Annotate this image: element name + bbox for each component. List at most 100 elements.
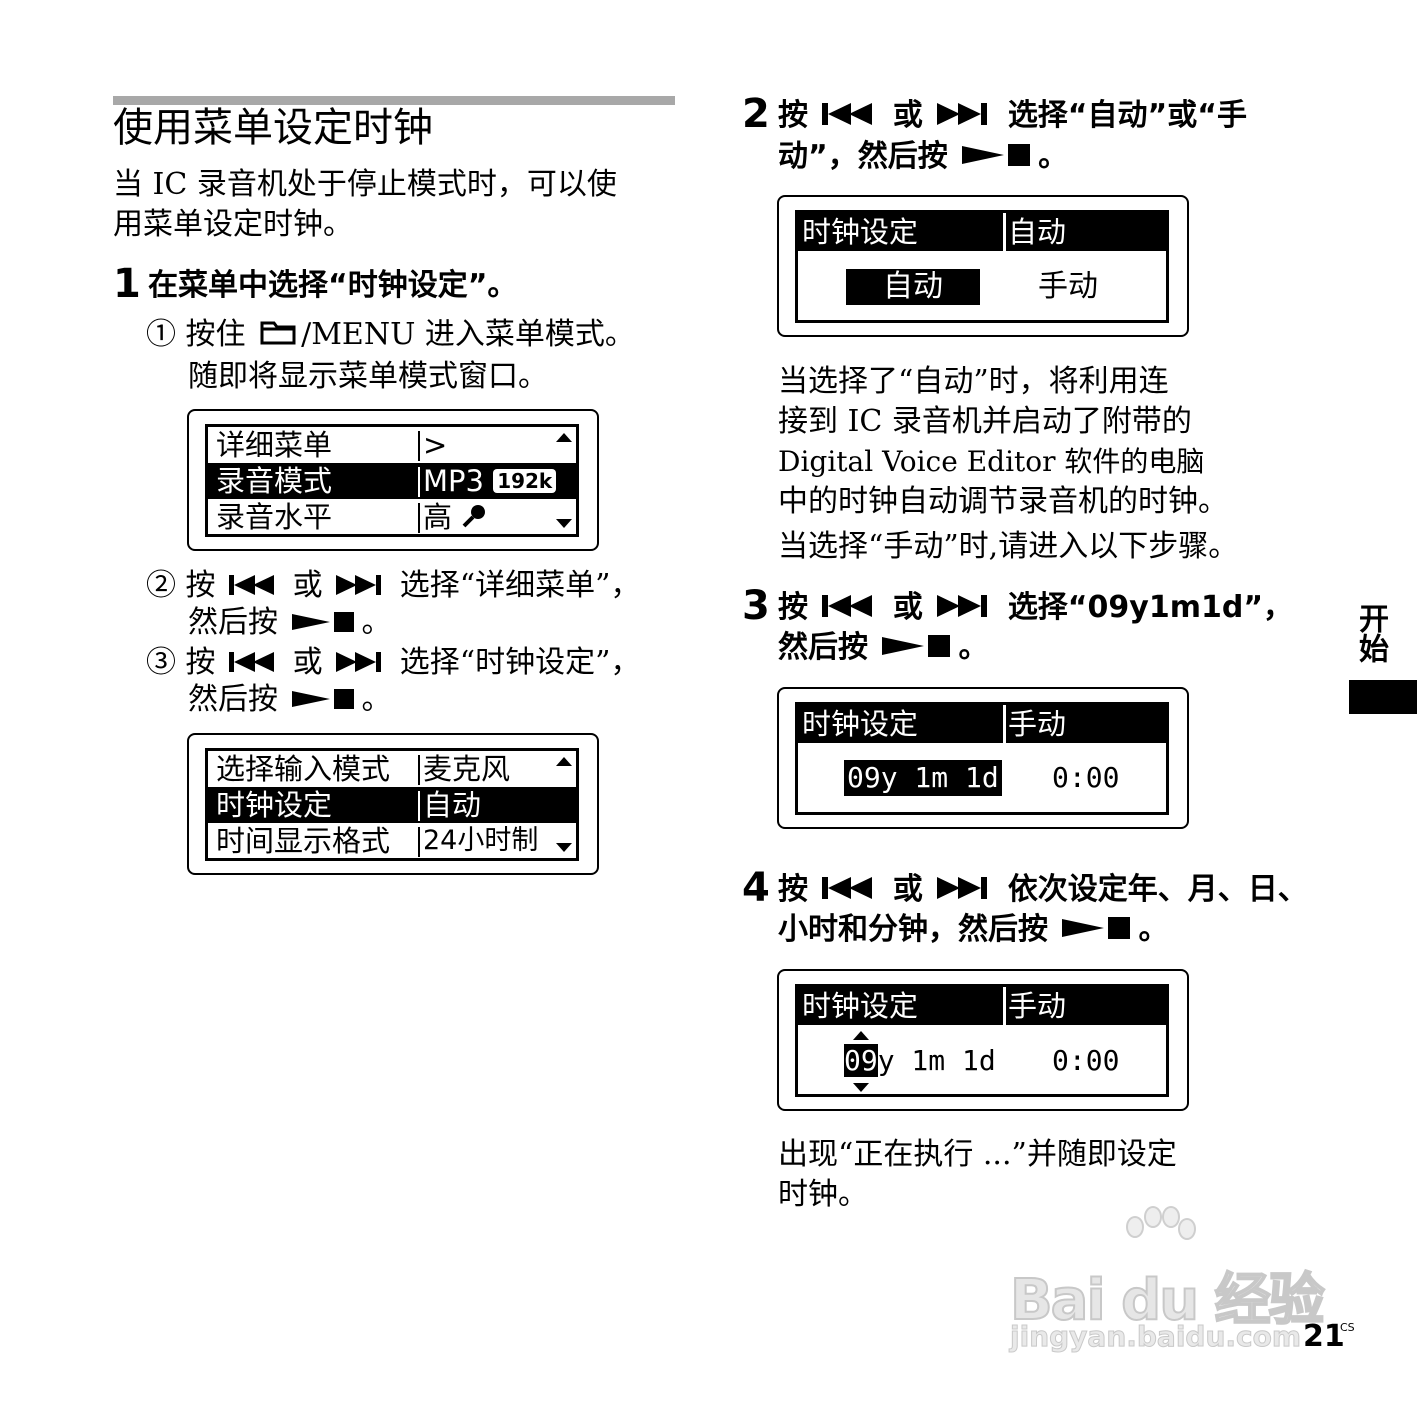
side-tab-marker [1349,680,1417,714]
lcd-display: 时钟设定 手动 09y 1m 1d 0:00 [795,702,1169,815]
lcd-display: 时钟设定 手动 09y 1m 1d 0:00 [795,984,1169,1097]
menu-label: 时钟设定 [216,788,333,822]
menu-row: 录音水平 高 [208,499,576,534]
substep-text: 然后按 [188,605,278,640]
substep-text: 或 [292,645,323,680]
menu-value: 高 [423,499,487,534]
paw-logo-icon [1115,1205,1205,1279]
lcd-header-value: 手动 [1008,707,1067,741]
step-text: 选择“09y1m1d”， [1007,590,1294,625]
substep-text: 按 [185,645,216,680]
substep-3-line2: 然后按 。 [188,680,392,721]
watermark-logo: Bai du 经验 [1009,1267,1326,1334]
step-number: 4 [742,865,770,911]
play-stop-icon [291,604,358,644]
step-4-line2: 小时和分钟，然后按 。 [778,909,1168,952]
lcd-header: 时钟设定 手动 [798,987,1166,1025]
folder-icon [259,316,297,356]
column-divider [418,755,420,785]
next-track-icon [937,588,993,630]
next-track-icon [937,870,993,912]
date-value: 09y 1m 1d [844,1043,996,1079]
step-text: 在菜单中选择“时钟设定”。 [148,268,518,303]
description-text: Digital Voice Editor 软件的电脑 [778,445,1205,478]
column-divider [418,503,420,533]
step-text: 小时和分钟，然后按 [778,912,1048,947]
substep-text: 随即将显示菜单模式窗口。 [188,359,548,394]
menu-row: 选择输入模式 麦克风 [208,751,576,787]
menu-row: 时间显示格式 24小时制 [208,823,576,858]
value-up-icon [853,1031,869,1040]
menu-label: 详细菜单 [216,428,333,462]
substep-text: 按 [185,568,216,603]
date-selected: 09y 1m 1d [844,760,1002,796]
scroll-down-icon [556,843,572,852]
step-text: 按 [778,98,808,133]
scroll-down-icon [556,519,572,528]
substep-text: 选择“时钟设定”， [399,645,641,680]
lcd-clock-screen: 时钟设定 手动 09y 1m 1d 0:00 [777,687,1189,829]
column-divider [418,431,420,461]
lcd-header-value: 自动 [1008,215,1067,249]
previous-track-icon [229,567,279,607]
page-title: 使用菜单设定时钟 [113,105,433,151]
step-number: 2 [742,91,770,137]
level-label: 高 [423,500,453,534]
menu-value: > [423,428,448,462]
step-2-line2: 动”，然后按 。 [778,136,1068,179]
substep-2-line2: 然后按 。 [188,603,392,644]
description-text: 中的时钟自动调节录音机的时钟。 [778,484,1228,519]
lcd-header: 时钟设定 手动 [798,705,1166,743]
option-auto-selected: 自动 [846,269,980,305]
step-text: 按 [778,872,808,907]
intro-text: 当 IC 录音机处于停止模式时，可以使 [113,167,617,202]
value-down-icon [853,1083,869,1092]
next-track-icon [336,644,386,684]
lcd-header-label: 时钟设定 [802,707,919,741]
substep-text: /MENU 进入菜单模式。 [301,317,635,352]
menu-label: 选择输入模式 [216,752,391,786]
microphone-icon [461,501,487,534]
format-label: MP3 [423,464,484,498]
step-number: 1 [113,261,141,307]
substep-text: 或 [292,568,323,603]
description-text: 接到 IC 录音机并启动了附带的 [778,404,1192,439]
lcd-display: 详细菜单 > 录音模式 MP3 192k 录音水平 高 [205,424,579,537]
menu-value: 麦克风 [423,752,511,786]
column-divider [1003,213,1006,251]
column-divider [1003,705,1006,743]
menu-row: 详细菜单 > [208,427,576,463]
play-stop-icon [1062,910,1134,952]
step-2-line1: 按 或 选择“自动”或“手 [778,95,1247,138]
step-text: 。 [1138,912,1169,947]
previous-track-icon [822,96,878,138]
date-rest: y 1m 1d [877,1044,996,1077]
page-number: 21 [1303,1319,1345,1354]
lcd-display: 时钟设定 自动 自动 手动 [795,210,1169,323]
option-manual: 手动 [1038,269,1098,304]
result-text: 出现“正在执行 ...”并随即设定 [778,1137,1177,1172]
year-selected: 09 [844,1044,878,1077]
bitrate-badge: 192k [493,469,557,493]
play-stop-icon [882,628,954,670]
next-track-icon [937,96,993,138]
step-text: 按 [778,590,808,625]
play-stop-icon [962,137,1034,179]
lcd-clock-screen: 时钟设定 自动 自动 手动 [777,195,1189,337]
step-3-line2: 然后按 。 [778,627,988,670]
lcd-header: 时钟设定 自动 [798,213,1166,251]
description-text: 当选择了“自动”时，将利用连 [778,364,1169,399]
menu-value: MP3 192k [423,463,557,499]
lcd-display: 选择输入模式 麦克风 时钟设定 自动 时间显示格式 24小时制 [205,748,579,861]
lcd-header-label: 时钟设定 [802,215,919,249]
lcd-menu-screen: 详细菜单 > 录音模式 MP3 192k 录音水平 高 [187,409,599,551]
substep-text: 按住 [185,317,246,352]
step-text: 或 [892,98,923,133]
substep-marker: ③ [146,645,176,680]
intro-text: 用菜单设定时钟。 [113,207,353,242]
substep-3: ③ 按 或 选择“时钟设定”， [146,643,640,684]
lcd-clock-screen: 时钟设定 手动 09y 1m 1d 0:00 [777,969,1189,1111]
substep-2: ② 按 或 选择“详细菜单”， [146,566,640,607]
previous-track-icon [822,870,878,912]
scroll-up-icon [556,433,572,442]
